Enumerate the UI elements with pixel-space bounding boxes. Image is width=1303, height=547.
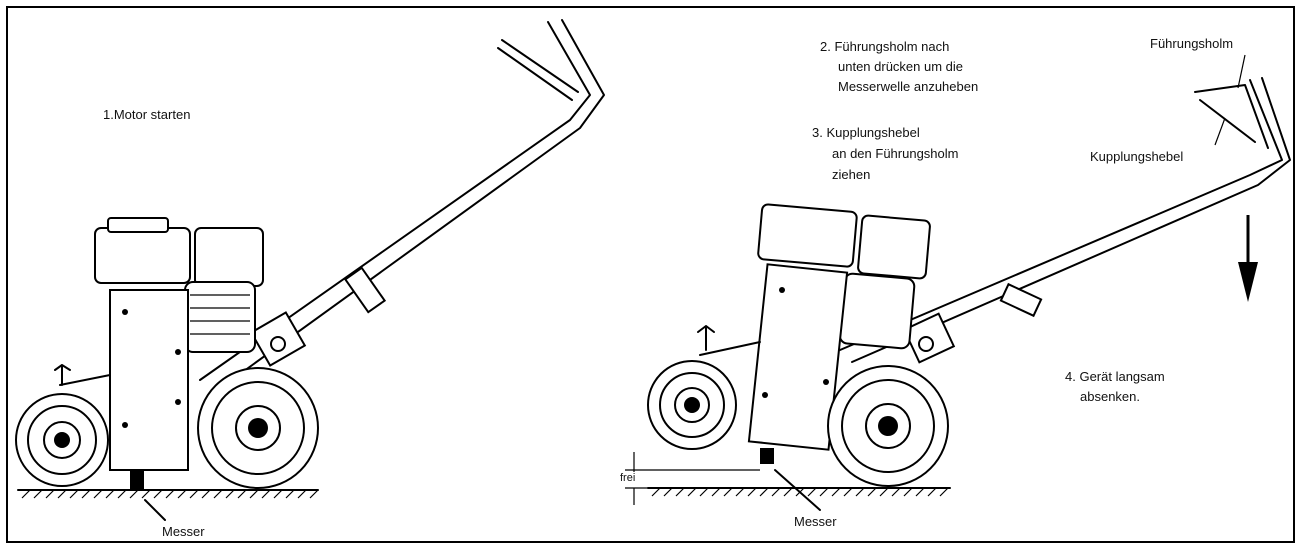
right-housing [747, 263, 849, 451]
lever-label: Kupplungshebel [1090, 149, 1184, 164]
left-front-wheel [15, 393, 109, 487]
left-fuel-tank [94, 227, 191, 284]
lever-callout-line [1214, 117, 1226, 146]
step3-line3: ziehen [832, 167, 871, 182]
left-handle-clamp [343, 266, 387, 314]
handle-callout-line [1237, 54, 1246, 89]
step2-line3: Messerwelle anzuheben [838, 79, 979, 94]
right-clutch-lever [1194, 84, 1269, 149]
right-machine [625, 54, 1291, 511]
left-blade-pointer [144, 499, 166, 521]
handle-label: Führungsholm [1150, 36, 1234, 51]
step4-line1: 4. Gerät langsam [1065, 369, 1165, 384]
right-handle-clamp [999, 282, 1043, 318]
left-blade [130, 470, 144, 490]
left-rear-wheel [197, 367, 319, 489]
left-engine-block [184, 281, 256, 353]
right-fuel-tank [757, 203, 858, 268]
clearance-label: frei [620, 472, 636, 484]
right-blade [760, 448, 774, 464]
right-handle-bar [839, 79, 1283, 351]
left-air-filter [194, 227, 264, 287]
left-housing [109, 289, 189, 471]
clearance-marker [625, 452, 760, 505]
left-blade-label: Messer [162, 524, 205, 539]
left-clutch-lever [497, 47, 573, 101]
left-ground-hatch [21, 489, 319, 499]
step2-line2: unten drücken um die [838, 59, 964, 74]
right-front-wheel [647, 360, 737, 450]
left-handle-bar [199, 21, 591, 381]
down-arrow-icon [1238, 215, 1258, 302]
step3-line1: 3. Kupplungshebel [812, 125, 920, 140]
right-air-filter [857, 214, 931, 280]
right-blade-label: Messer [794, 514, 837, 529]
right-rear-wheel [827, 365, 949, 487]
step3-line2: an den Führungsholm [832, 146, 959, 161]
left-depth-knob [54, 364, 71, 386]
right-ground-hatch [651, 487, 949, 497]
right-depth-knob [697, 325, 715, 351]
right-engine-block [838, 272, 916, 350]
step1-label: 1.Motor starten [103, 107, 191, 122]
left-machine [15, 19, 605, 521]
step2-line1: 2. Führungsholm nach [820, 39, 950, 54]
step4-line2: absenken. [1080, 389, 1140, 404]
right-blade-pointer [774, 469, 821, 511]
